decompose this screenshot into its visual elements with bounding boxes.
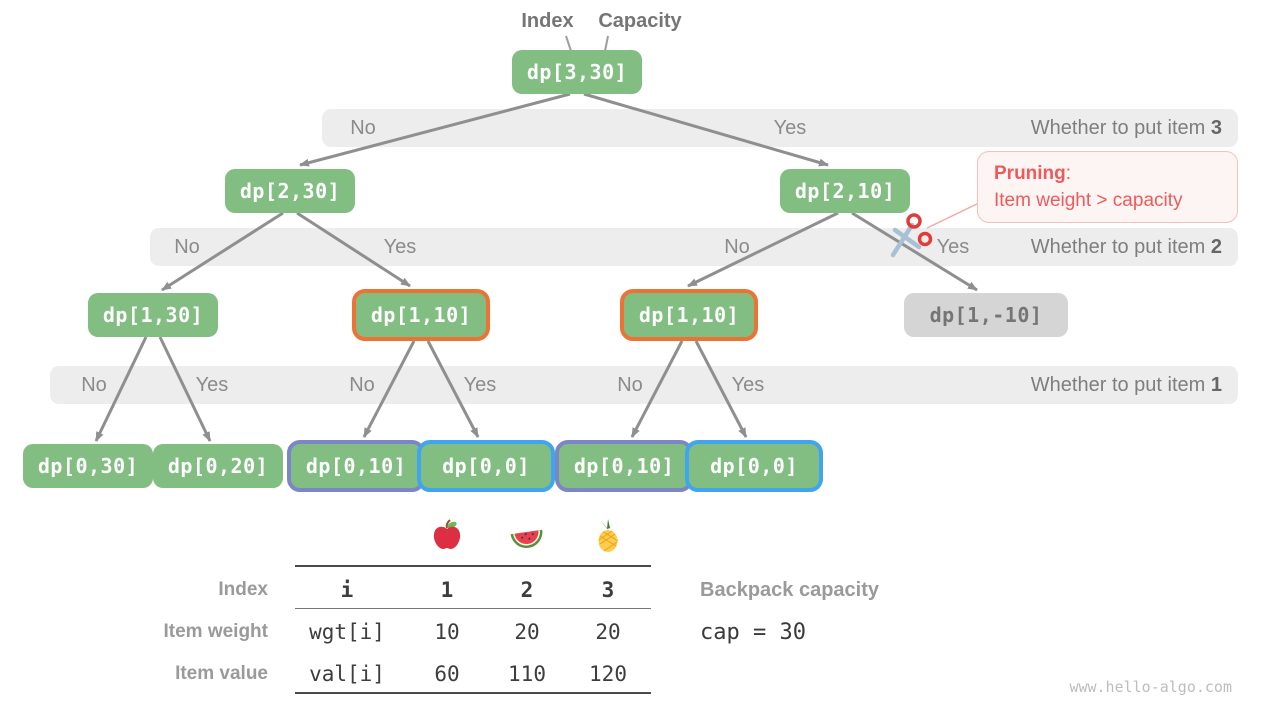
pruning-pointer-line — [926, 202, 980, 229]
tree-edge — [94, 336, 148, 442]
table-row-label-index: Index — [218, 579, 268, 600]
table-rule-top — [295, 565, 651, 567]
decision-no-label: No — [349, 374, 375, 396]
table-header-cell: 1 — [440, 578, 454, 602]
node-dp-2-30: dp[2,30] — [225, 169, 355, 213]
pruning-body: Item weight > capacity — [994, 190, 1183, 211]
decision-yes-label: Yes — [936, 236, 970, 258]
index-pointer-line — [565, 35, 572, 52]
table-row-label-value: Item value — [175, 663, 268, 684]
decision-no-label: No — [81, 374, 107, 396]
node-dp-1-10-right: dp[1,10] — [620, 289, 758, 341]
node-dp-3-30: dp[3,30] — [512, 50, 642, 94]
decision-no-label: No — [724, 236, 750, 258]
decision-no-label: No — [350, 117, 376, 139]
index-header-label: Index — [521, 10, 574, 32]
tree-edge — [296, 211, 411, 288]
table-cell: 20 — [514, 620, 540, 644]
tree-edge — [630, 340, 684, 438]
node-dp-0-20: dp[0,20] — [153, 444, 283, 488]
decision-yes-label: Yes — [383, 236, 417, 258]
decision-bar-item-1: No Yes No Yes No Yes Whether to put item… — [50, 366, 1238, 404]
scissors-icon — [890, 213, 933, 258]
node-dp-0-0-b: dp[0,0] — [685, 440, 823, 492]
node-dp-0-0-a: dp[0,0] — [417, 440, 555, 492]
pineapple-icon — [590, 518, 626, 554]
watermelon-icon — [509, 518, 545, 554]
decision-yes-label: Yes — [463, 374, 497, 396]
table-cell: 10 — [434, 620, 460, 644]
table-row-label-weight: Item weight — [163, 621, 268, 642]
capacity-header-label: Capacity — [598, 10, 682, 32]
decision-yes-label: Yes — [773, 117, 807, 139]
table-cell: 20 — [595, 620, 621, 644]
decision-no-label: No — [174, 236, 200, 258]
table-cell: 110 — [508, 662, 546, 686]
bar-question: Whether to put item 2 — [1030, 236, 1222, 258]
tree-edge — [161, 211, 284, 292]
tree-edge — [694, 340, 748, 438]
backpack-capacity-title: Backpack capacity — [700, 579, 880, 601]
table-header-cell: 3 — [601, 578, 615, 602]
backpack-capacity-value: cap = 30 — [700, 620, 806, 645]
table-cell: 60 — [434, 662, 460, 686]
bar-question: Whether to put item 1 — [1030, 374, 1222, 396]
bar-question: Whether to put item 3 — [1030, 117, 1222, 139]
node-dp-1-neg10-pruned: dp[1,-10] — [904, 293, 1068, 337]
table-header-cell: 2 — [520, 578, 534, 602]
node-dp-2-10: dp[2,10] — [780, 169, 910, 213]
node-dp-1-30: dp[1,30] — [88, 293, 218, 337]
table-cell: wgt[i] — [309, 620, 385, 644]
apple-icon — [429, 518, 465, 554]
tree-edge — [426, 340, 480, 438]
tree-edge — [362, 340, 416, 438]
pruning-title: Pruning — [994, 163, 1066, 184]
table-header-cell: i — [340, 578, 354, 602]
decision-bar-item-3: No Yes Whether to put item 3 — [322, 109, 1238, 147]
table-rule-mid — [295, 608, 651, 609]
tree-edge-pruned — [851, 211, 978, 292]
capacity-pointer-line — [604, 35, 609, 52]
table-cell: 120 — [589, 662, 627, 686]
tree-edge — [687, 211, 839, 288]
node-dp-1-10-left: dp[1,10] — [352, 289, 490, 341]
tree-edge — [583, 92, 829, 167]
decision-yes-label: Yes — [731, 374, 765, 396]
decision-no-label: No — [617, 374, 643, 396]
pruning-callout: Pruning: Item weight > capacity — [977, 151, 1238, 223]
tree-edge — [299, 92, 571, 167]
node-dp-0-10-b: dp[0,10] — [555, 440, 693, 492]
tree-edge — [158, 336, 212, 442]
node-dp-0-10-a: dp[0,10] — [287, 440, 425, 492]
decision-yes-label: Yes — [195, 374, 229, 396]
node-dp-0-30: dp[0,30] — [23, 444, 153, 488]
table-rule-bottom — [295, 692, 651, 694]
watermark: www.hello-algo.com — [1069, 678, 1232, 696]
table-cell: val[i] — [309, 662, 385, 686]
